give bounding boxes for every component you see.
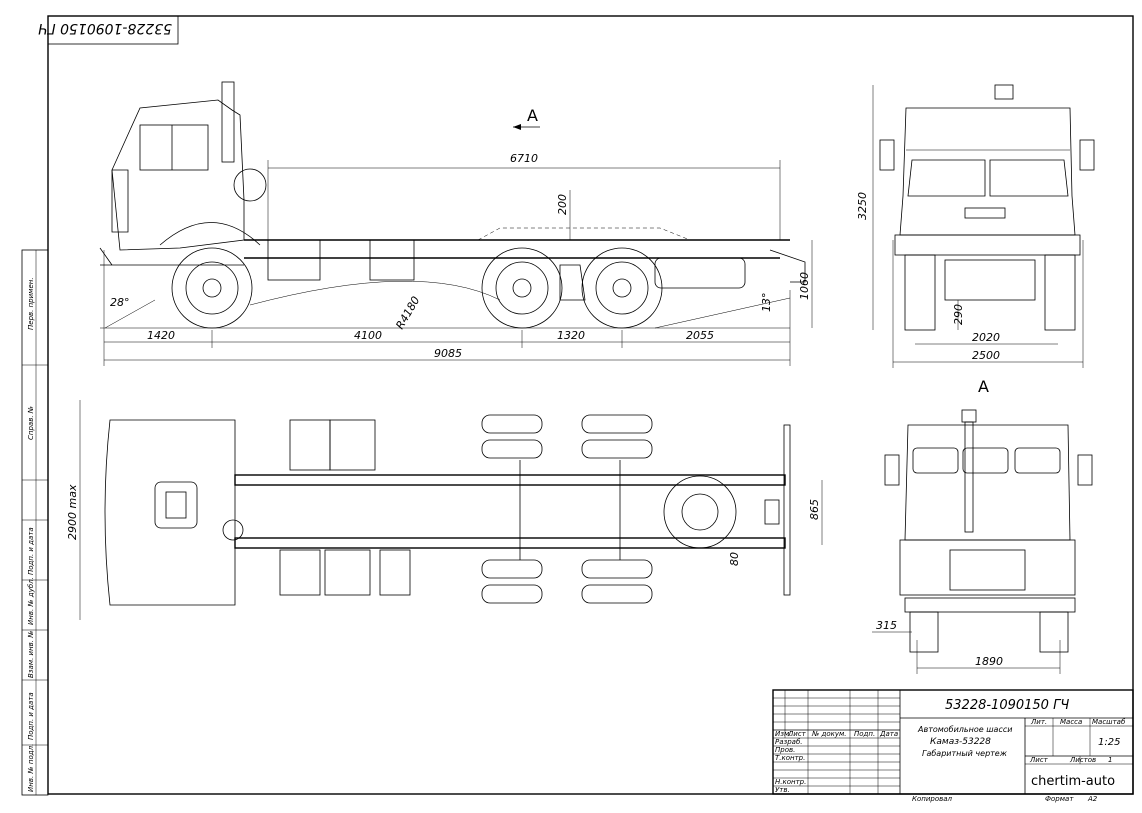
dim-2020: 2020 <box>972 331 1000 344</box>
author-label: chertim-auto <box>1031 774 1115 789</box>
rear-view: 315 1890 <box>872 409 1093 674</box>
side-label-1: Перв. примен. <box>27 277 35 330</box>
sheets-value: 1 <box>1108 756 1112 764</box>
rev-col-doc: № докум. <box>811 730 847 738</box>
side-strip-labels: Перв. примен. Справ. № Подп. и дата Инв.… <box>27 277 35 792</box>
dim-865: 865 <box>808 499 821 520</box>
section-label-a-view: A <box>978 377 989 396</box>
dim-angle-28: 28° <box>110 296 130 309</box>
col-scale: Масштаб <box>1092 718 1126 726</box>
side-label-7: Инв. № подл. <box>27 744 35 792</box>
dim-1060: 1060 <box>798 272 811 300</box>
format-label: Формат <box>1045 795 1074 803</box>
side-label-3: Подп. и дата <box>27 527 35 575</box>
sign-row-tkontr: Т.контр. <box>775 754 805 762</box>
title-designation: 53228-1090150 ГЧ <box>945 698 1069 713</box>
rev-col-sign: Подп. <box>854 730 875 738</box>
format-value: A2 <box>1087 795 1098 803</box>
sheets-label: Листов <box>1069 756 1096 764</box>
rev-col-izm: Изм. <box>775 730 791 738</box>
title-block: Изм. Лист № докум. Подп. Дата Разраб. Пр… <box>772 689 1134 803</box>
dim-315: 315 <box>876 619 897 632</box>
section-label-a-top: A <box>527 106 538 125</box>
dim-290: 290 <box>952 304 965 325</box>
front-view: 3250 290 2020 2500 A <box>856 84 1095 396</box>
dim-80: 80 <box>728 552 741 566</box>
col-mass: Масса <box>1060 718 1082 726</box>
sign-row-utv: Утв. <box>775 786 790 794</box>
drawing-frame <box>47 15 1134 795</box>
sheet-label: Лист <box>1029 756 1049 764</box>
dim-1420: 1420 <box>147 329 175 342</box>
sign-row-prov: Пров. <box>775 746 795 754</box>
dim-angle-13: 13° <box>760 293 773 313</box>
dim-1320: 1320 <box>557 329 585 342</box>
dim-2055: 2055 <box>686 329 714 342</box>
sign-row-nkontr: Н.контр. <box>775 778 806 786</box>
rev-col-date: Дата <box>879 730 898 738</box>
sign-row-razrab: Разраб. <box>775 738 803 746</box>
side-label-5: Взам. инв. № <box>27 630 35 678</box>
dim-4100: 4100 <box>354 329 382 342</box>
rev-col-list: Лист <box>787 730 807 738</box>
title-line-3: Габаритный чертеж <box>922 749 1008 758</box>
copied-label: Копировал <box>912 795 953 803</box>
scale-value: 1:25 <box>1098 737 1120 748</box>
dim-1890: 1890 <box>975 655 1003 668</box>
side-label-6: Подп. и дата <box>27 692 35 740</box>
side-stamp-strip <box>21 249 49 796</box>
dim-6710: 6710 <box>510 152 538 165</box>
dim-2900-max: 2900 max <box>66 484 79 540</box>
dim-2500: 2500 <box>972 349 1000 362</box>
side-label-4: Инв. № дубл. <box>27 577 35 625</box>
dim-9085: 9085 <box>434 347 462 360</box>
dim-3250: 3250 <box>856 192 869 220</box>
title-line-2: Камаз-53228 <box>930 737 991 747</box>
designation-inverted: 53228-1090150 ГЧ <box>38 20 172 36</box>
top-view: 2900 max 865 80 <box>66 400 823 620</box>
title-line-1: Автомобильное шасси <box>917 725 1012 734</box>
side-label-2: Справ. № <box>27 406 35 440</box>
dim-200: 200 <box>556 194 569 215</box>
col-lit: Лит. <box>1030 718 1047 726</box>
dim-r4180: R4180 <box>393 294 422 331</box>
side-view: A 6710 200 1060 28° 13° R4180 1420 4100 … <box>99 81 813 366</box>
